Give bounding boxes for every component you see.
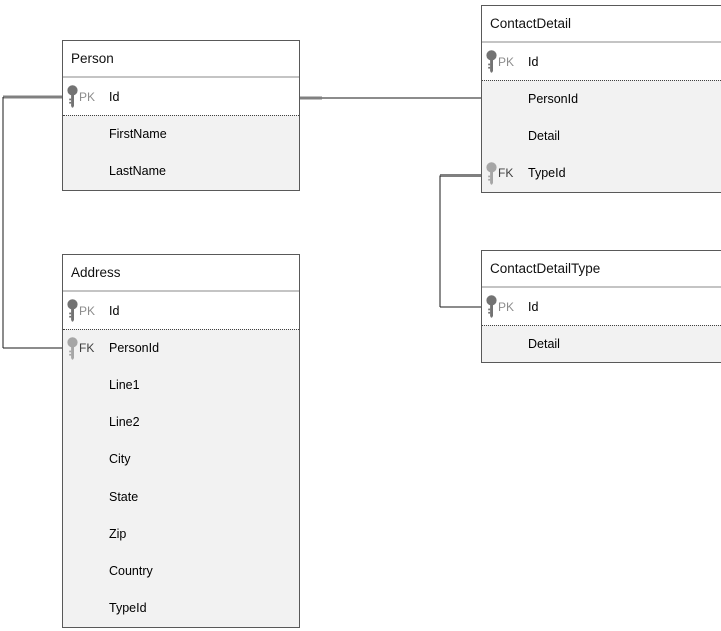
field-name: State bbox=[109, 489, 139, 504]
field-key-label: FK bbox=[79, 341, 95, 356]
field-row-contact-detail-id[interactable]: PK Id bbox=[482, 43, 721, 81]
field-key-cell: FK bbox=[485, 161, 528, 185]
relationship-Person.Id-to-Address.PersonId[interactable] bbox=[2, 95, 62, 349]
field-row-contact-detail-type-id[interactable]: PK Id bbox=[482, 288, 721, 326]
field-row-contact-detail-personid[interactable]: PersonId bbox=[482, 80, 721, 118]
relationship-ContactDetailType.Id-to-ContactDetail.TypeId[interactable] bbox=[439, 174, 481, 308]
field-name: PersonId bbox=[109, 341, 160, 356]
field-row-contact-detail-typeid[interactable]: FK TypeId bbox=[482, 154, 721, 192]
field-name: Detail bbox=[528, 128, 560, 143]
field-name: Id bbox=[109, 303, 120, 318]
field-name: Id bbox=[528, 299, 539, 314]
field-key-label: PK bbox=[498, 54, 515, 69]
field-row-address-country[interactable]: Country bbox=[63, 552, 299, 590]
field-row-contact-detail-type-detail[interactable]: Detail bbox=[482, 325, 721, 363]
field-name: Id bbox=[528, 54, 539, 69]
key-icon bbox=[485, 295, 498, 318]
field-row-address-zip[interactable]: Zip bbox=[63, 515, 299, 553]
entity-title-contact-detail[interactable]: ContactDetail bbox=[482, 6, 721, 43]
field-name: TypeId bbox=[528, 166, 566, 181]
field-name: Country bbox=[109, 563, 153, 578]
field-name: FirstName bbox=[109, 127, 167, 142]
entity-title-person[interactable]: Person bbox=[63, 41, 299, 78]
field-row-contact-detail-detail[interactable]: Detail bbox=[482, 117, 721, 155]
entity-title-contact-detail-type[interactable]: ContactDetailType bbox=[482, 251, 721, 288]
key-icon bbox=[485, 161, 498, 185]
field-row-address-line2[interactable]: Line2 bbox=[63, 403, 299, 441]
field-row-person-id[interactable]: PK Id bbox=[63, 78, 299, 116]
field-key-label: FK bbox=[498, 166, 514, 181]
field-name: City bbox=[109, 452, 131, 467]
field-key-label: PK bbox=[79, 303, 96, 318]
field-name: Line2 bbox=[109, 415, 140, 430]
field-row-address-typeid[interactable]: TypeId bbox=[63, 589, 299, 627]
field-name: Zip bbox=[109, 526, 127, 541]
key-icon bbox=[485, 50, 498, 73]
field-row-address-id[interactable]: PK Id bbox=[63, 292, 299, 330]
field-key-cell: PK bbox=[485, 295, 528, 318]
field-key-cell: PK bbox=[66, 299, 109, 322]
field-row-person-lastname[interactable]: LastName bbox=[63, 152, 299, 190]
field-name: Detail bbox=[528, 337, 560, 352]
field-row-address-personid[interactable]: FK PersonId bbox=[63, 329, 299, 367]
entity-title-address[interactable]: Address bbox=[63, 255, 299, 292]
field-row-address-line1[interactable]: Line1 bbox=[63, 366, 299, 404]
key-icon bbox=[66, 337, 79, 360]
field-row-person-firstname[interactable]: FirstName bbox=[63, 115, 299, 153]
field-name: PersonId bbox=[528, 92, 579, 107]
key-icon bbox=[66, 85, 79, 108]
field-name: TypeId bbox=[109, 601, 147, 616]
field-name: Line1 bbox=[109, 377, 140, 392]
field-name: LastName bbox=[109, 163, 166, 178]
field-key-label: PK bbox=[498, 299, 515, 314]
field-row-address-city[interactable]: City bbox=[63, 440, 299, 478]
field-name: Id bbox=[109, 89, 120, 104]
key-icon bbox=[66, 299, 79, 322]
field-row-address-state[interactable]: State bbox=[63, 477, 299, 516]
field-key-cell: FK bbox=[66, 337, 109, 360]
field-key-cell: PK bbox=[66, 85, 109, 108]
field-key-label: PK bbox=[79, 89, 96, 104]
field-key-cell: PK bbox=[485, 50, 528, 73]
